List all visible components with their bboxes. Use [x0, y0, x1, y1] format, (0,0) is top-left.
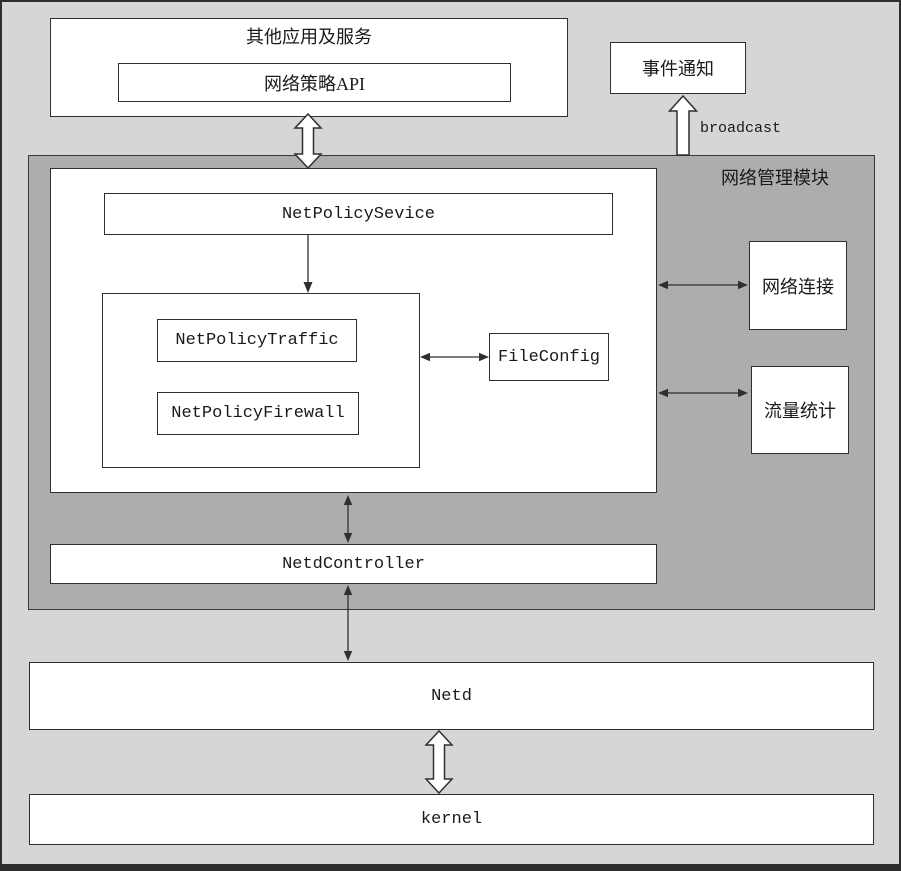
- netd-box: Netd: [29, 662, 874, 730]
- broadcast-label: broadcast: [700, 120, 782, 137]
- net-policy-service-box: NetPolicySevice: [104, 193, 613, 235]
- traffic-statistics-box: 流量统计: [751, 366, 849, 454]
- kernel-box: kernel: [29, 794, 874, 845]
- network-policy-api-box: 网络策略API: [118, 63, 511, 102]
- network-connection-box: 网络连接: [749, 241, 847, 330]
- module-title: 网络管理模块: [721, 168, 829, 188]
- other-apps-title: 其他应用及服务: [246, 27, 372, 47]
- double-arrow-netd-kernel-icon: [424, 729, 454, 795]
- file-config-box: FileConfig: [489, 333, 609, 381]
- event-notification-box: 事件通知: [610, 42, 746, 94]
- net-policy-traffic-box: NetPolicyTraffic: [157, 319, 357, 362]
- up-arrow-broadcast-icon: [667, 94, 699, 156]
- netd-controller-box: NetdController: [50, 544, 657, 584]
- net-policy-firewall-box: NetPolicyFirewall: [157, 392, 359, 435]
